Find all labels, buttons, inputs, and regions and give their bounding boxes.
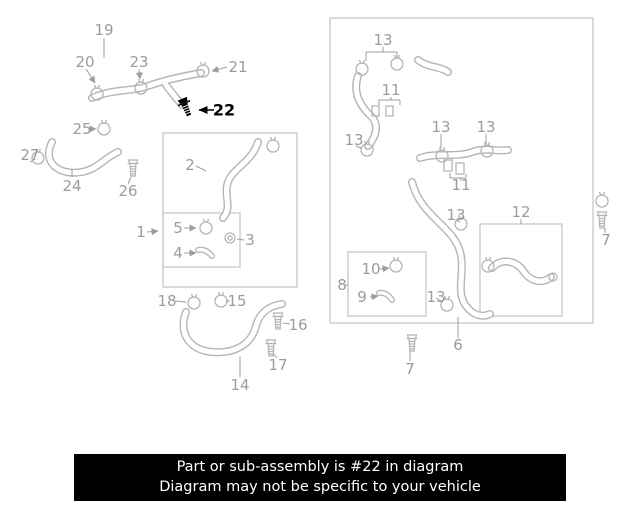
hoses-outline: [49, 60, 551, 352]
callout-14: 14: [230, 376, 250, 394]
callout-13-top: 13: [373, 31, 393, 49]
callout-22-highlighted: 22: [212, 100, 236, 120]
callout-18: 18: [157, 292, 177, 310]
clamp-5-icon: [199, 218, 213, 235]
callout-9: 9: [357, 288, 367, 306]
bolt-17-icon: [264, 339, 278, 357]
callout-19: 19: [94, 21, 114, 39]
callout-23: 23: [129, 53, 149, 71]
clamp-right-edge-icon: [595, 191, 609, 208]
box-assembly-1: [162, 132, 298, 288]
callout-13-bottom: 13: [426, 288, 446, 306]
leader-lines: [29, 38, 606, 377]
callout-25: 25: [72, 120, 92, 138]
box-assembly-8-9-10: [347, 251, 427, 317]
clamps: [31, 54, 609, 312]
callout-10: 10: [361, 260, 381, 278]
fitting-3-icon: [224, 232, 236, 244]
callout-13-mid-a: 13: [431, 118, 451, 136]
callout-7-right: 7: [601, 231, 611, 249]
fitting-11b2-icon: [455, 162, 465, 175]
callout-2: 2: [185, 156, 195, 174]
clamp-10-icon: [389, 256, 403, 273]
clamp-top-of-box-icon: [266, 136, 280, 153]
disclaimer-banner: Part or sub-assembly is #22 in diagram D…: [74, 454, 566, 501]
callout-1: 1: [136, 223, 146, 241]
clamp-18-icon: [187, 293, 201, 310]
callout-11-b: 11: [451, 176, 471, 194]
callout-13-mid-b: 13: [476, 118, 496, 136]
callout-16: 16: [288, 316, 308, 334]
clamp-15-icon: [214, 291, 228, 308]
clamp-25-icon: [97, 119, 111, 136]
bolt-16-icon: [271, 312, 285, 330]
callout-21: 21: [228, 58, 248, 76]
callout-17: 17: [268, 356, 288, 374]
callout-8: 8: [337, 276, 347, 294]
callout-26: 26: [118, 182, 138, 200]
callout-15: 15: [227, 292, 247, 310]
box-assembly-4-5: [162, 212, 241, 268]
callout-7-bottom: 7: [405, 360, 415, 378]
callout-27: 27: [20, 146, 40, 164]
callout-20: 20: [75, 53, 95, 71]
box-assembly-right: [329, 17, 594, 324]
bolts: [126, 159, 609, 357]
callout-4: 4: [173, 244, 183, 262]
fitting-12-end-icon: [548, 272, 558, 282]
bolt-7-bottom-icon: [405, 334, 419, 352]
callout-5: 5: [173, 219, 183, 237]
bolt-7-right-icon: [595, 211, 609, 229]
callout-12: 12: [511, 203, 531, 221]
clamp-13-top-icon: [355, 59, 369, 76]
fitting-3-inner: [227, 235, 233, 241]
callout-3: 3: [245, 231, 255, 249]
banner-line-2: Diagram may not be specific to your vehi…: [159, 479, 481, 495]
fitting-11b-icon: [443, 159, 453, 172]
callout-6: 6: [453, 336, 463, 354]
callout-24: 24: [62, 177, 82, 195]
callout-13-left: 13: [344, 131, 364, 149]
fitting-11a-icon: [371, 105, 380, 117]
callout-13-center: 13: [446, 206, 466, 224]
banner-line-1: Part or sub-assembly is #22 in diagram: [176, 459, 464, 475]
fitting-11a2-icon: [385, 105, 394, 117]
bolt-22-highlighted-icon: [177, 96, 192, 117]
bolt-26-icon: [126, 159, 140, 177]
callout-11-a: 11: [381, 81, 401, 99]
hoses-core: [49, 60, 551, 352]
